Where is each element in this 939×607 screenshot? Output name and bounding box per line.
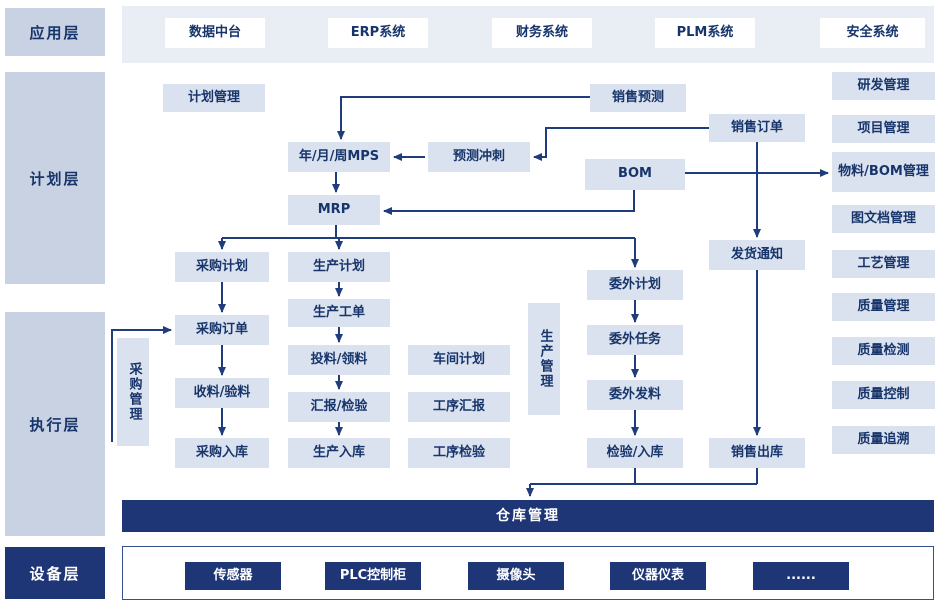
node-report-inspect: 汇报/检验 xyxy=(288,392,390,422)
node-purchase-order: 采购订单 xyxy=(175,315,269,345)
module-quality-control: 质量控制 xyxy=(832,381,935,409)
node-delivery-notice: 发货通知 xyxy=(709,240,805,270)
node-process-inspect: 工序检验 xyxy=(408,438,510,468)
node-outsourcing-plan: 委外计划 xyxy=(587,270,683,300)
layer-label-execution: 执行层 xyxy=(5,312,105,536)
device-instrument: 仪器仪表 xyxy=(610,562,706,590)
app-finance: 财务系统 xyxy=(492,18,592,48)
node-purchase-plan: 采购计划 xyxy=(175,252,269,282)
module-process-craft-mgmt: 工艺管理 xyxy=(832,250,935,278)
module-rd-mgmt: 研发管理 xyxy=(832,72,935,100)
layer-label-application: 应用层 xyxy=(5,8,105,56)
module-doc-mgmt: 图文档管理 xyxy=(832,205,935,233)
module-material-bom-mgmt: 物料/BOM管理 xyxy=(832,152,935,192)
module-quality-mgmt: 质量管理 xyxy=(832,293,935,321)
node-outsourcing-task: 委外任务 xyxy=(587,325,683,355)
node-forecast-check: 预测冲刺 xyxy=(428,142,530,172)
node-production-order: 生产工单 xyxy=(288,299,390,327)
warehouse-bar: 仓库管理 xyxy=(122,500,934,532)
node-production-mgmt: 生产管理 xyxy=(528,303,560,415)
node-sales-order: 销售订单 xyxy=(709,114,805,142)
node-purchase-mgmt: 采购管理 xyxy=(117,338,149,446)
layer-label-device: 设备层 xyxy=(5,547,105,599)
device-sensor: 传感器 xyxy=(185,562,281,590)
node-plan-mgmt: 计划管理 xyxy=(163,84,265,112)
node-mps: 年/月/周MPS xyxy=(288,142,390,172)
module-quality-inspection: 质量检测 xyxy=(832,337,935,365)
node-bom: BOM xyxy=(585,159,685,190)
module-project-mgmt: 项目管理 xyxy=(832,115,935,143)
node-sales-forecast: 销售预测 xyxy=(590,84,686,112)
node-production-inbound: 生产入库 xyxy=(288,438,390,468)
node-mrp: MRP xyxy=(288,195,380,225)
app-erp: ERP系统 xyxy=(328,18,428,48)
module-quality-trace: 质量追溯 xyxy=(832,426,935,454)
node-workshop-plan: 车间计划 xyxy=(408,345,510,375)
app-plm: PLM系统 xyxy=(655,18,755,48)
node-process-report: 工序汇报 xyxy=(408,392,510,422)
device-ellipsis: ...... xyxy=(753,562,849,590)
device-camera: 摄像头 xyxy=(468,562,564,590)
node-material-issue: 投料/领料 xyxy=(288,345,390,375)
node-production-plan: 生产计划 xyxy=(288,252,390,282)
node-purchase-inbound: 采购入库 xyxy=(175,438,269,468)
device-plc-cabinet: PLC控制柜 xyxy=(325,562,421,590)
node-receive-inspect: 收料/验料 xyxy=(175,378,269,408)
app-data-platform: 数据中台 xyxy=(165,18,265,48)
app-security: 安全系统 xyxy=(820,18,925,48)
node-outsourcing-issue: 委外发料 xyxy=(587,380,683,410)
layer-label-planning: 计划层 xyxy=(5,72,105,284)
node-sales-outbound: 销售出库 xyxy=(709,438,805,468)
node-inspect-inbound: 检验/入库 xyxy=(587,438,683,468)
